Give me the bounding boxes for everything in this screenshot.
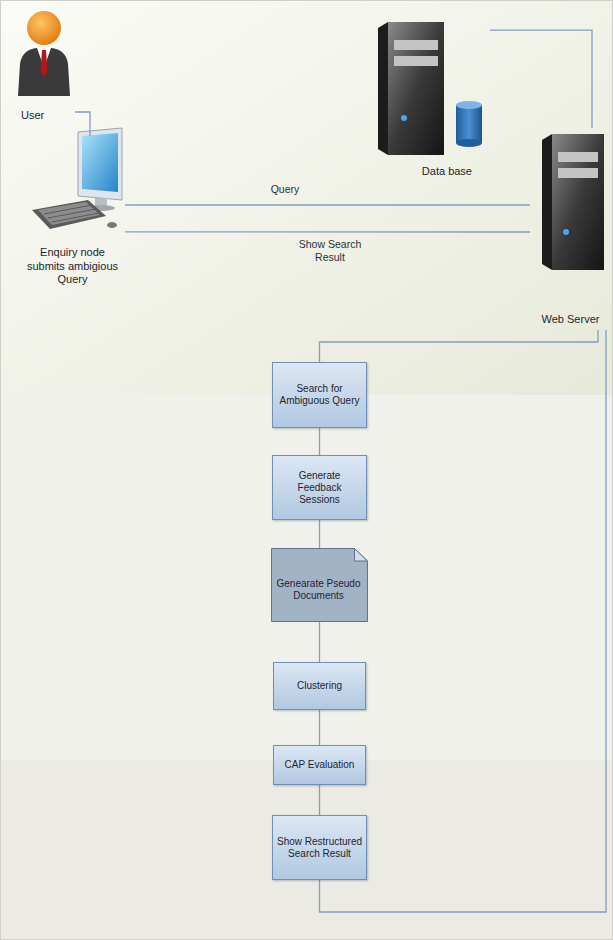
edge-label: Query [255,183,315,196]
box-text: Show Restructured Search Result [276,836,363,860]
icon-label: Enquiry node submits ambigious Query [25,246,120,286]
connector-line [490,30,592,128]
bottom-panel [0,760,613,940]
icon-label: User [21,109,44,122]
document-box: Genearate Pseudo Documents [271,548,368,622]
web-server-icon [542,134,604,270]
box-text: Search for Ambiguous Query [276,383,363,407]
database-server-icon [378,22,482,155]
user-icon [18,11,70,96]
icon-label: Data base [422,165,472,178]
enquiry-node: Enquiry node submits ambigious Query [20,136,125,290]
box-text: CAP Evaluation [285,759,355,771]
connector-line [319,710,320,745]
icon-label: Web Server [542,313,600,326]
connector-line [75,112,90,136]
process-box: Clustering [273,662,366,710]
box-text: Generate Feedback Sessions [276,470,363,506]
middle-panel [0,395,613,760]
web-server-node: Web Server [530,128,611,330]
connector-line [125,204,530,205]
process-box: Show Restructured Search Result [272,815,367,880]
box-text: Genearate Pseudo Documents [275,578,362,602]
top-panel [0,0,613,395]
computer-icon [32,128,122,229]
box-text: Clustering [297,680,342,692]
process-box: Generate Feedback Sessions [272,455,367,520]
process-box: Search for Ambiguous Query [272,362,367,428]
process-box: CAP Evaluation [273,745,366,785]
user-node: User [15,4,75,124]
connector-line [125,231,530,232]
edge-label: Show Search Result [290,238,370,264]
database-node: Data base [372,18,490,182]
connector-line [320,330,599,362]
connector-line [319,785,320,815]
connector-line [319,428,320,455]
connector-line [319,622,320,662]
connector-line [319,520,320,548]
